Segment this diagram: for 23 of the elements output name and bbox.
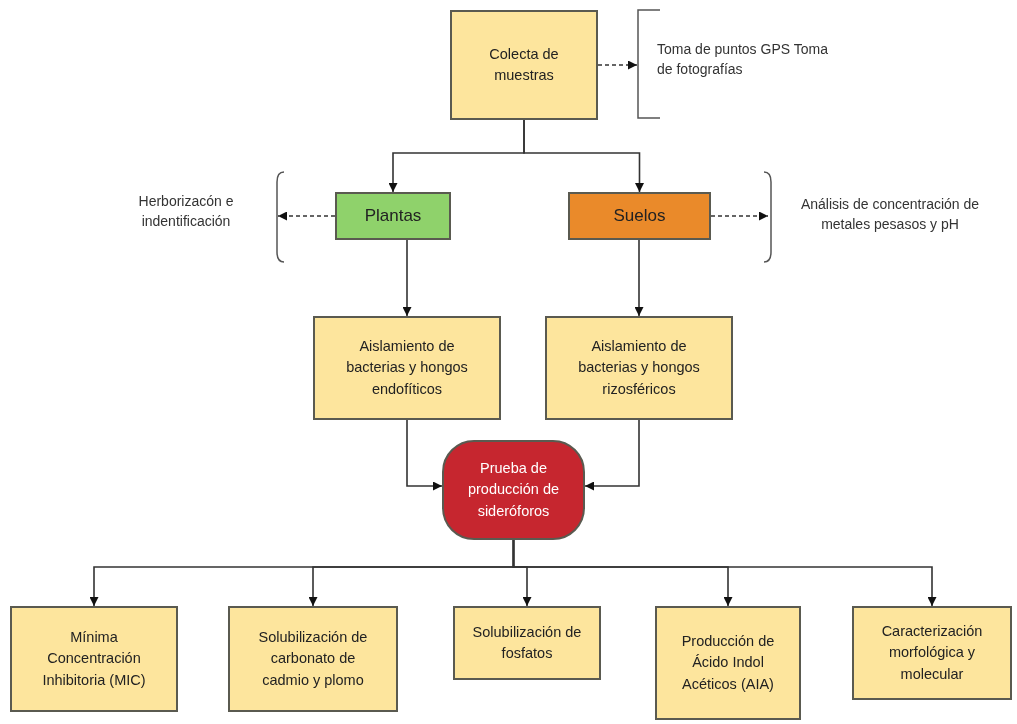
process-box: Caracterización morfológica y molecular [852,606,1012,700]
arrow [634,239,644,317]
process-box: Colecta de muestras [450,10,598,120]
note-text: Análisis de concentración de metales pesasos y pH [768,172,1006,256]
process-box: Aislamiento de bacterias y hongos rizosféricos [545,316,733,420]
arrow [402,239,412,317]
process-box: Solubilización de carbonato de cadmio y plomo [228,606,398,712]
process-box: Suelos [568,192,711,240]
arrow [584,419,640,491]
rounded-process-box: Prueba de producción de sideróforos [442,440,585,540]
arrow [406,419,443,491]
arrow [277,211,336,221]
arrow [597,60,638,70]
arrow [523,119,644,193]
process-box: Solubilización de fosfatos [453,606,601,680]
process-box: Mínima Concentración Inhibitoria (MIC) [10,606,178,712]
process-box: Producción de Ácido Indol Acéticos (AIA) [655,606,801,720]
note-text: Toma de puntos GPS Toma de fotografías [637,30,837,88]
note-text: Herborizacón e indentificación [100,180,278,242]
arrow [710,211,769,221]
process-box: Aislamiento de bacterias y hongos endofíticos [313,316,501,420]
process-box: Plantas [335,192,451,240]
arrow [512,539,937,607]
